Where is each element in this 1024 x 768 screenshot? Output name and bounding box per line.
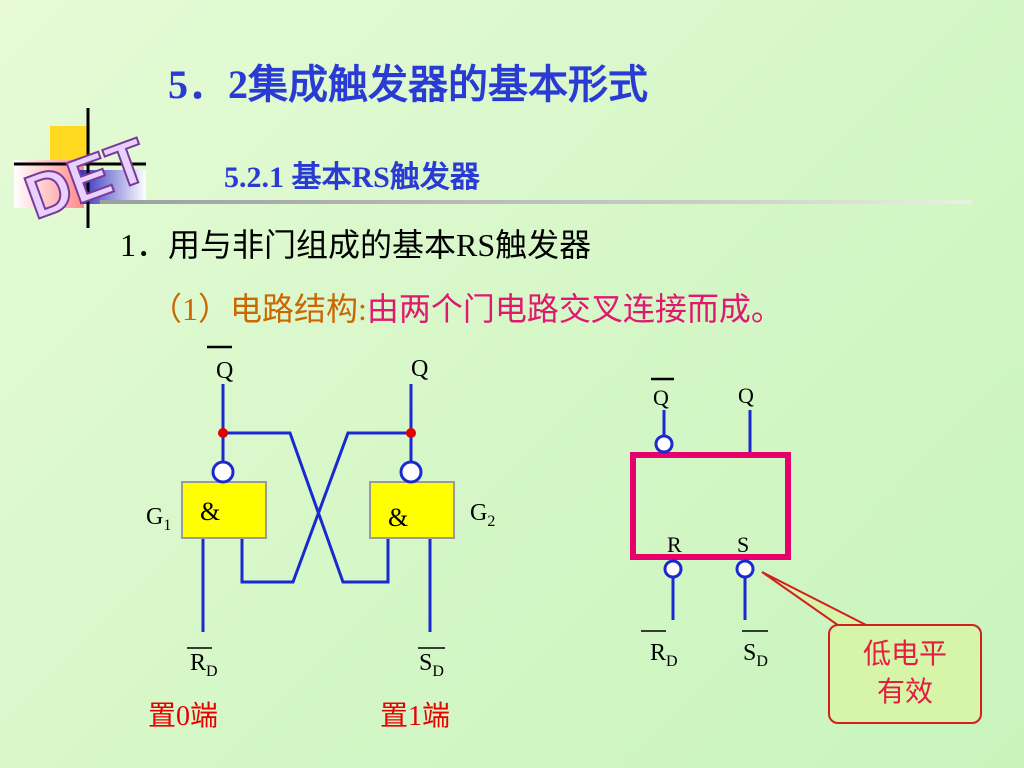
subsection-label: （1）电路结构: [150,291,367,327]
symbol-qbar-label: Q [653,385,669,410]
det-logo: DET [14,108,158,234]
gate1-label: G1 [146,504,171,534]
junction-dot-left [218,428,228,438]
slide-title: 5．2集成触发器的基本形式 [168,62,648,107]
symbol-r-pin: R [667,532,682,557]
symbol-wires [662,410,752,620]
inverter-bubble-g2 [399,460,423,484]
symbol-rd-label: RD [650,640,678,670]
junction-dot-right [406,428,416,438]
subsection-description: 由两个门电路交叉连接而成。 [366,291,783,327]
section-heading: 1．用与非门组成的基本RS触发器 [120,227,592,263]
inverter-bubble-g1 [211,460,235,484]
symbol-qbar-bubble [654,434,674,454]
det-logo-graphic: DET [14,108,158,234]
gate2-label: G2 [470,500,495,530]
callout-line-1: 低电平 [862,639,947,670]
latch-wires [201,384,432,632]
nand-gate-g1 [181,481,267,539]
callout-line-2: 有效 [876,677,933,708]
gate1-symbol: & [200,497,220,526]
nand-gate-g2 [369,481,455,539]
latch-sd-label: SD [419,650,444,680]
symbol-q-label: Q [738,383,754,408]
rs-flipflop-symbol-box [630,452,791,560]
latch-qbar-label: Q [216,358,233,384]
symbol-r-bubble [663,559,683,579]
symbol-s-bubble [735,559,755,579]
reset-terminal-tag: 置0端 [148,701,219,732]
subsection-heading: （1）电路结构:由两个门电路交叉连接而成。 [150,284,783,330]
slide-subtitle: 5.2.1 基本RS触发器 [224,161,480,194]
title-divider [100,200,972,204]
active-low-callout: 低电平 有效 [828,624,982,724]
symbol-s-pin: S [737,532,749,557]
latch-q-label: Q [411,356,428,382]
callout-pointer [761,571,873,629]
latch-rd-label: RD [190,650,218,680]
gate2-symbol: & [388,503,408,532]
symbol-sd-label: SD [743,640,768,670]
set-terminal-tag: 置1端 [380,701,451,732]
